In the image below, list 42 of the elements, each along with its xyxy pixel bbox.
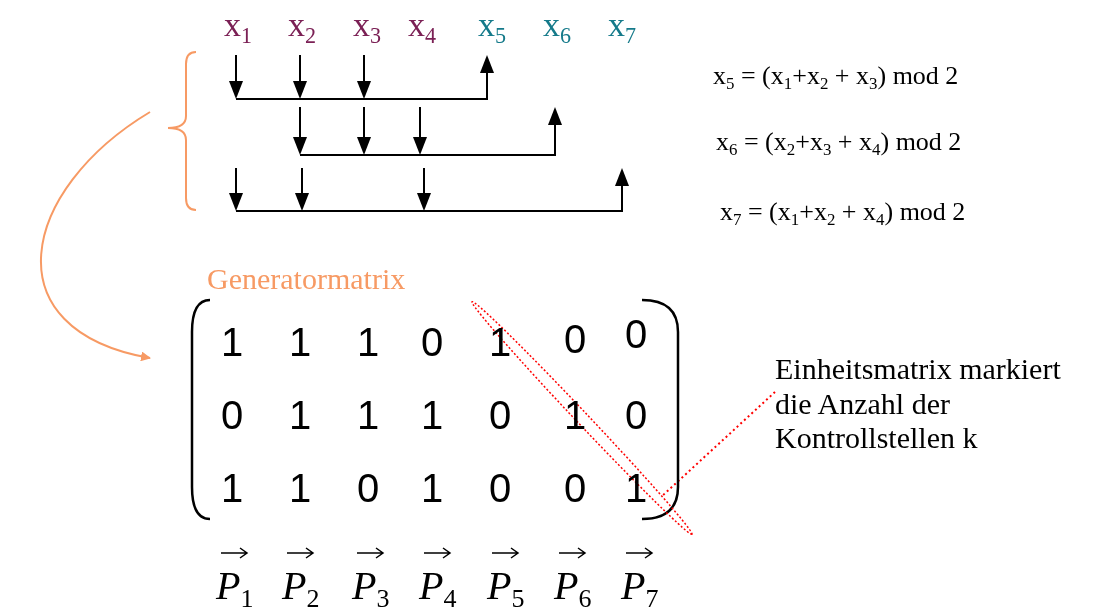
matrix-entry: 1 bbox=[357, 395, 380, 435]
matrix-entry: 0 bbox=[564, 319, 587, 359]
equation: x$_{7}$ = (x$_{1}$+x$_{2}$ + x$_{4}$) mod 2 bbox=[720, 198, 966, 227]
annotation-text: Einheitsmatrix markiert die Anzahl der Kontrollstellen k bbox=[775, 352, 1065, 456]
curved-arrow bbox=[40, 111, 151, 361]
matrix-entry: 1 bbox=[489, 322, 512, 362]
matrix-entry: 1 bbox=[357, 322, 380, 362]
matrix-entry: 1 bbox=[289, 322, 312, 362]
vector-label: P$_{1}$ bbox=[216, 566, 254, 606]
variable-label: x$_{5}$ bbox=[478, 8, 507, 42]
matrix-entry: 0 bbox=[625, 395, 648, 435]
matrix-entry: 1 bbox=[221, 322, 244, 362]
matrix-entry: 0 bbox=[564, 468, 587, 508]
vector-label: P$_{3}$ bbox=[352, 566, 390, 606]
variable-label: x$_{2}$ bbox=[288, 8, 317, 42]
matrix-entry: 1 bbox=[289, 395, 312, 435]
vector-label: P$_{6}$ bbox=[554, 566, 592, 606]
vector-label: P$_{7}$ bbox=[621, 566, 659, 606]
variable-label: x$_{6}$ bbox=[543, 8, 572, 42]
variable-label: x$_{7}$ bbox=[608, 8, 637, 42]
matrix-entry: 1 bbox=[221, 468, 244, 508]
matrix-entry: 0 bbox=[489, 395, 512, 435]
matrix-entry: 1 bbox=[564, 395, 587, 435]
matrix-entry: 0 bbox=[489, 468, 512, 508]
matrix-entry: 1 bbox=[625, 468, 648, 508]
vector-label: P$_{2}$ bbox=[282, 566, 320, 606]
equation: x$_{6}$ = (x$_{2}$+x$_{3}$ + x$_{4}$) mod 2 bbox=[716, 128, 962, 157]
matrix-entry: 0 bbox=[357, 468, 380, 508]
matrix-entry: 1 bbox=[421, 468, 444, 508]
matrix-entry: 1 bbox=[421, 395, 444, 435]
matrix-entry: 1 bbox=[289, 468, 312, 508]
variable-label: x$_{4}$ bbox=[408, 8, 437, 42]
matrix-entry: 0 bbox=[421, 322, 444, 362]
vector-label: P$_{4}$ bbox=[419, 566, 457, 606]
equation: x$_{5}$ = (x$_{1}$+x$_{2}$ + x$_{3}$) mod 2 bbox=[713, 62, 959, 91]
matrix-entry: 0 bbox=[221, 395, 244, 435]
leader-line bbox=[660, 391, 776, 498]
variable-label: x$_{3}$ bbox=[353, 8, 382, 42]
matrix-title: Generatormatrix bbox=[207, 262, 406, 295]
vector-label: P$_{5}$ bbox=[487, 566, 525, 606]
matrix-entry: 0 bbox=[625, 314, 648, 354]
variable-label: x$_{1}$ bbox=[224, 8, 253, 42]
